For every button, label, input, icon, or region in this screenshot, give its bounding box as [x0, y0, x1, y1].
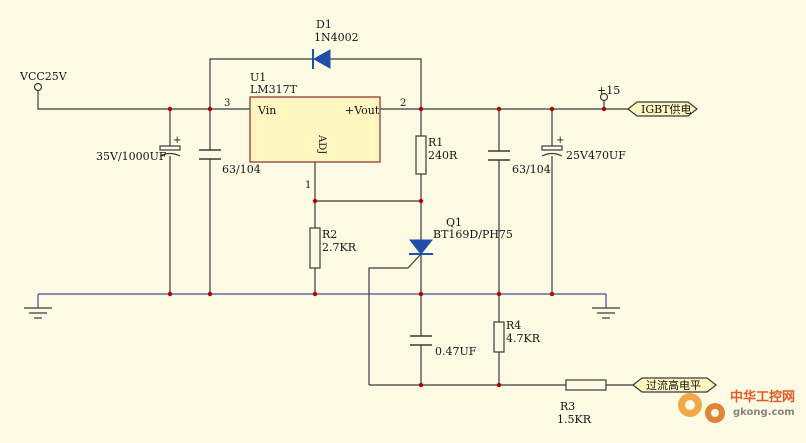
scr-gate-wire: [368, 253, 422, 385]
regulator-pin3: 3: [224, 98, 230, 109]
resistor-icon: [309, 227, 321, 269]
cap-polarity-icon: +: [556, 135, 564, 146]
r3-value: 1.5KR: [557, 413, 592, 426]
wires: [37, 58, 633, 386]
plus15-label: +15: [597, 84, 620, 97]
cap-out-electrolytic: + 25V470UF: [541, 135, 626, 162]
diode-d1: D1 1N4002: [312, 18, 359, 69]
cap-timing: 0.47UF: [410, 335, 477, 358]
cap-plate-positive-icon: [159, 145, 181, 151]
junctions: [167, 106, 607, 388]
watermark-brand: 中华工控网: [730, 389, 795, 405]
r3-ref: R3: [560, 400, 575, 413]
thyristor-ref: Q1: [446, 216, 462, 229]
cap-plate-positive-icon: [541, 145, 563, 151]
cap-plate-negative-icon: [541, 152, 563, 157]
junction-dot: [312, 291, 318, 297]
cap-plate-negative-icon: [159, 152, 181, 157]
r2-ref: R2: [322, 228, 337, 241]
resistor-r3: R3 1.5KR: [557, 379, 607, 426]
diode-part: 1N4002: [314, 31, 359, 44]
cap-timing-value: 0.47UF: [435, 345, 477, 358]
port-igbt-supply: IGBT供电: [627, 101, 698, 117]
junction-dot: [418, 382, 424, 388]
cap-polarity-icon: +: [173, 135, 181, 146]
cap-out-elec-value: 25V470UF: [566, 149, 626, 162]
vcc-label: VCC25V: [19, 70, 68, 83]
junction-dot: [207, 291, 213, 297]
ground-right: [592, 307, 620, 319]
resistor-icon: [565, 379, 607, 391]
regulator-pin2: 2: [400, 98, 406, 109]
r1-ref: R1: [428, 136, 443, 149]
thyristor-icon: [408, 239, 434, 255]
cap-in-elec-value: 35V/1000UF: [96, 150, 167, 163]
regulator-pin-adj: ADJ: [316, 134, 327, 154]
resistor-r4: R4 4.7KR: [493, 319, 541, 353]
junction-dot: [496, 291, 502, 297]
r4-value: 4.7KR: [506, 332, 541, 345]
cap-out-ceramic: 63/104: [488, 150, 551, 176]
regulator-part: LM317T: [250, 83, 298, 96]
plus15-terminal-icon: [599, 92, 609, 102]
junction-dot: [167, 291, 173, 297]
regulator-ref: U1: [250, 71, 266, 84]
regulator-body: [249, 96, 381, 163]
vcc-terminal-icon: [33, 82, 43, 92]
junction-dot: [418, 198, 424, 204]
port-flag-icon: [627, 101, 698, 117]
ground-left: [24, 307, 52, 319]
junction-dot: [496, 382, 502, 388]
port-igbt-label: IGBT供电: [641, 102, 692, 116]
diode-icon: [312, 49, 331, 69]
thyristor-q1: Q1 BT169D/PH75: [408, 216, 513, 255]
junction-dot: [496, 106, 502, 112]
resistor-r1: R1 240R: [415, 135, 458, 175]
junction-dot: [418, 291, 424, 297]
vcc-input-wire: [37, 91, 250, 110]
r4-ref: R4: [506, 319, 521, 332]
resistor-r2: R2 2.7KR: [309, 227, 357, 269]
resistor-icon: [493, 321, 505, 353]
regulator-u1: U1 LM317T Vin +Vout ADJ 3 2 1: [224, 71, 406, 191]
junction-dot: [418, 106, 424, 112]
diode-anode-wire: [209, 58, 312, 109]
junction-dot: [549, 291, 555, 297]
gkong-watermark: 中华工控网 gkong.com: [678, 389, 795, 423]
regulator-pin-vin: Vin: [257, 104, 276, 117]
r1-value: 240R: [428, 149, 458, 162]
cap-in-ceramic: 63/104: [199, 149, 261, 176]
regulator-pin-vout: +Vout: [345, 104, 380, 117]
thyristor-part: BT169D/PH75: [433, 228, 513, 241]
port-overcurrent: 过流高电平: [632, 377, 717, 393]
diode-ref: D1: [316, 18, 332, 31]
resistor-icon: [415, 135, 427, 175]
diode-cathode-wire: [330, 58, 422, 109]
r2-value: 2.7KR: [322, 241, 357, 254]
regulator-pin1: 1: [305, 180, 311, 191]
cap-in-ceramic-value: 63/104: [222, 163, 261, 176]
cap-in-electrolytic: + 35V/1000UF: [96, 135, 181, 163]
junction-dot: [312, 198, 318, 204]
port-overcurrent-label: 过流高电平: [646, 378, 701, 392]
cap-out-ceramic-value: 63/104: [512, 163, 551, 176]
junction-dot: [207, 106, 213, 112]
junction-dot: [601, 106, 607, 112]
watermark-site: gkong.com: [733, 407, 795, 418]
junction-dot: [549, 106, 555, 112]
junction-dot: [167, 106, 173, 112]
port-flag-icon: [632, 377, 717, 393]
